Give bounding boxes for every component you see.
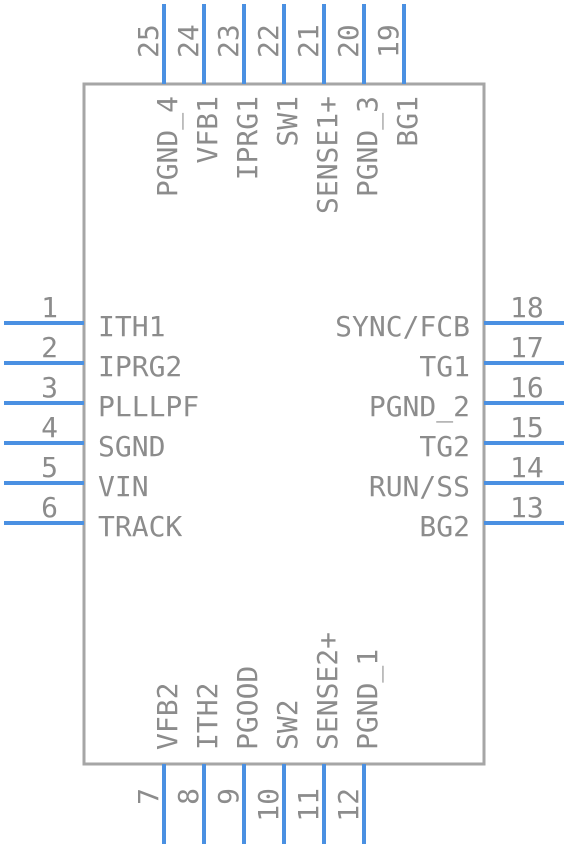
component-body xyxy=(82,82,486,766)
pin-14-number: 14 xyxy=(510,451,544,484)
pin-10-number: 10 xyxy=(252,788,285,822)
pin-13-number: 13 xyxy=(510,491,544,524)
pin-1-label: ITH1 xyxy=(98,310,165,343)
pin-9-label: PGOOD xyxy=(231,666,264,750)
pin-6-label: TRACK xyxy=(98,510,182,543)
pin-24-label: VFB1 xyxy=(191,96,224,163)
pin-16-label: PGND_2 xyxy=(369,390,470,424)
pin-21-number: 21 xyxy=(292,24,325,58)
pin-7-label: VFB2 xyxy=(151,683,184,750)
pin-24-number: 24 xyxy=(172,24,205,58)
pin-2-number: 2 xyxy=(41,331,58,364)
pin-12-label: PGND_1 xyxy=(351,649,385,750)
pin-8-label: ITH2 xyxy=(191,683,224,750)
pin-5-label: VIN xyxy=(98,470,149,503)
pin-5-number: 5 xyxy=(41,451,58,484)
pin-23-number: 23 xyxy=(212,24,245,58)
pin-19-label: BG1 xyxy=(391,96,424,147)
pin-4-label: SGND xyxy=(98,430,165,463)
pin-3-number: 3 xyxy=(41,371,58,404)
pin-15-number: 15 xyxy=(510,411,544,444)
pin-7-number: 7 xyxy=(132,788,165,805)
pin-14-label: RUN/SS xyxy=(369,470,470,503)
pin-10-label: SW2 xyxy=(271,699,304,750)
pin-15-label: TG2 xyxy=(419,430,470,463)
pin-9-number: 9 xyxy=(212,788,245,805)
pin-18-label: SYNC/FCB xyxy=(335,310,470,343)
pin-22-label: SW1 xyxy=(271,96,304,147)
pin-12-number: 12 xyxy=(332,788,365,822)
pin-8-number: 8 xyxy=(172,788,205,805)
pin-18-number: 18 xyxy=(510,291,544,324)
pin-6-number: 6 xyxy=(41,491,58,524)
pin-13-label: BG2 xyxy=(419,510,470,543)
pin-21-label: SENSE1+ xyxy=(311,96,344,214)
pin-3-label: PLLLPF xyxy=(98,390,199,423)
pin-25-number: 25 xyxy=(132,24,165,58)
pin-2-label: IPRG2 xyxy=(98,350,182,383)
pin-17-number: 17 xyxy=(510,331,544,364)
pin-22-number: 22 xyxy=(252,24,285,58)
pin-4-number: 4 xyxy=(41,411,58,444)
pin-17-label: TG1 xyxy=(419,350,470,383)
pin-20-number: 20 xyxy=(332,24,365,58)
pin-11-label: SENSE2+ xyxy=(311,632,344,750)
pin-11-number: 11 xyxy=(292,788,325,822)
pin-25-label: PGND_4 xyxy=(151,96,185,197)
pin-20-label: PGND_3 xyxy=(351,96,385,197)
pin-1-number: 1 xyxy=(41,291,58,324)
pin-19-number: 19 xyxy=(372,24,405,58)
pin-16-number: 16 xyxy=(510,371,544,404)
pin-23-label: IPRG1 xyxy=(231,96,264,180)
